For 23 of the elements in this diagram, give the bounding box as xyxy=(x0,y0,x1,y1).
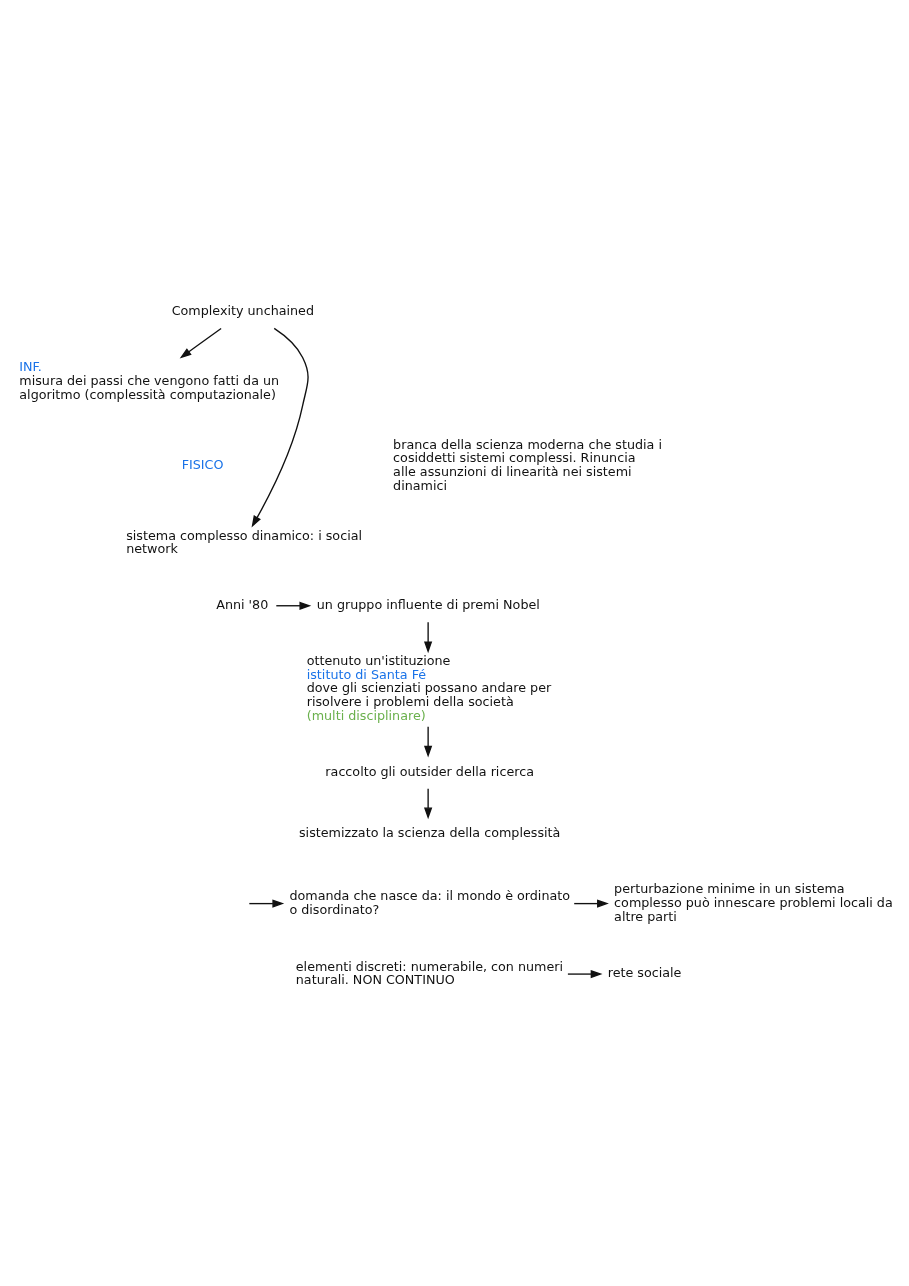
node-text: Anni '80 xyxy=(216,596,269,612)
node-text: INF. misura dei passi che vengono fatti da un algoritmo (complessità computazionale) xyxy=(19,358,280,402)
label: branca della scienza moderna che studia i cosiddetti sistemi complessi. Rinuncia alle assunzioni di linearità nei sistemi dinamici xyxy=(393,436,662,493)
arrow xyxy=(424,621,433,653)
arrow xyxy=(567,969,603,978)
node-text: sistemizzato la scienza della complessità xyxy=(298,824,561,840)
node-text: un gruppo influente di premi Nobel xyxy=(316,596,540,612)
node-text: Complexity unchained xyxy=(171,302,315,318)
node-text: perturbazione minime in un sistema complesso può innescare problemi locali da altre parti xyxy=(614,880,893,924)
arrow xyxy=(424,725,433,758)
arrow xyxy=(251,327,309,527)
node-text: domanda che nasce da: il mondo è ordinato o disordinato? xyxy=(289,887,571,917)
arrow xyxy=(275,601,312,610)
arrow xyxy=(179,327,222,358)
arrow xyxy=(248,898,285,908)
node-text: ottenuto un'istituzione istituto di Santa Fé dove gli scienziati possano andare per risolvere i problemi della società (multi disciplinare) xyxy=(306,652,552,723)
node-text: rete sociale xyxy=(607,964,682,980)
arrow xyxy=(573,898,609,908)
node-text: sistema complesso dinamico: i social network xyxy=(126,527,363,556)
node-text: elementi discreti: numerabile, con numeri naturali. NON CONTINUO xyxy=(295,958,564,987)
arrow xyxy=(424,787,433,819)
label: FISICO xyxy=(181,456,224,472)
node-text: raccolto gli outsider della ricerca xyxy=(325,763,534,779)
